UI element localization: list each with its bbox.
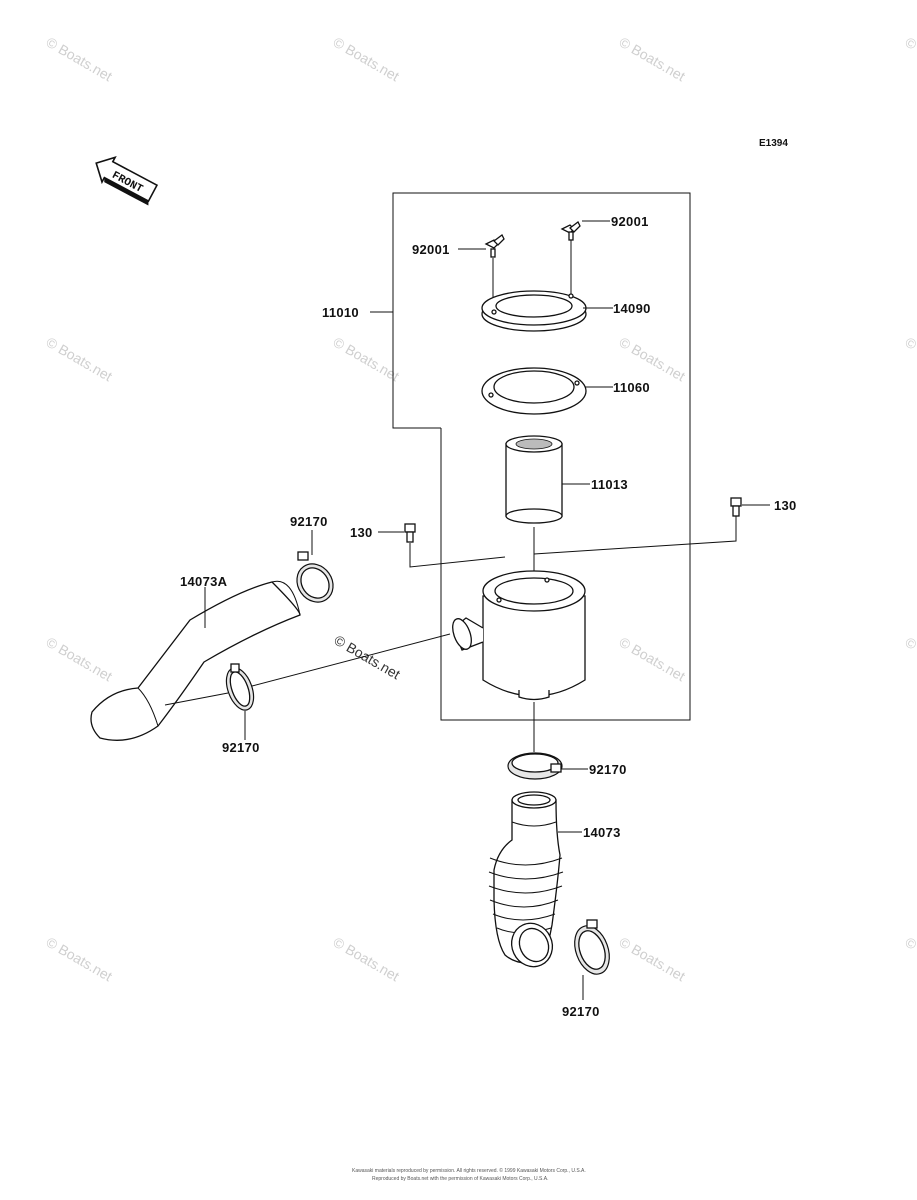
watermark: © Boats.net: [903, 334, 917, 385]
part-label-11013: 11013: [591, 477, 628, 492]
hose-clamp-upper-left: [296, 551, 334, 603]
watermark: © Boats.net: [617, 334, 689, 385]
watermark: © Boats.net: [903, 34, 917, 85]
hose-clamp-lower-left: [225, 663, 255, 711]
air-cleaner-cover: [481, 290, 587, 332]
assembly-bracket: [392, 192, 691, 721]
part-label-92170-center: 92170: [589, 762, 627, 777]
watermark: © Boats.net: [44, 334, 116, 385]
part-label-130-right: 130: [774, 498, 797, 513]
part-label-92170-upper-left: 92170: [290, 514, 328, 529]
part-label-92170-lower-left: 92170: [222, 740, 260, 755]
watermark: © Boats.net: [44, 934, 116, 985]
watermark: © Boats.net: [44, 634, 116, 685]
watermark: © Boats.net: [903, 934, 917, 985]
watermark: © Boats.net: [903, 634, 917, 685]
bolt-right: [730, 497, 742, 517]
duct-left: [90, 580, 301, 741]
part-label-11060: 11060: [613, 380, 650, 395]
front-arrow-icon: FRONT: [95, 155, 159, 206]
part-label-11010: 11010: [322, 305, 359, 320]
part-label-14090: 14090: [613, 301, 651, 316]
bolt-left: [404, 523, 416, 543]
part-label-14073: 14073: [583, 825, 621, 840]
part-label-92001-left: 92001: [412, 242, 450, 257]
part-label-130-left: 130: [350, 525, 373, 540]
wing-bolt-right: [560, 221, 581, 241]
watermark: © Boats.net: [44, 34, 116, 85]
diagram-code: E1394: [759, 138, 788, 149]
watermark: © Boats.net: [331, 334, 403, 385]
part-label-92170-bottom: 92170: [562, 1004, 600, 1019]
filter-element: [505, 435, 563, 524]
watermark-center: © Boats.net: [332, 632, 404, 683]
duct-bottom: [488, 791, 564, 968]
watermark: © Boats.net: [617, 634, 689, 685]
footer-line-1: Kawasaki materials reproduced by permiss…: [352, 1167, 586, 1174]
gasket: [481, 367, 587, 415]
hose-clamp-bottom: [574, 919, 610, 975]
watermark: © Boats.net: [331, 934, 403, 985]
part-label-92001-right: 92001: [611, 214, 649, 229]
watermark: © Boats.net: [331, 34, 403, 85]
footer-line-2: Reproduced by Boats.net with the permiss…: [372, 1176, 548, 1182]
part-label-14073A: 14073A: [180, 574, 228, 589]
air-cleaner-case: [452, 570, 586, 701]
watermark: © Boats.net: [617, 34, 689, 85]
hose-clamp-center: [507, 752, 563, 780]
wing-bolt-left: [484, 234, 505, 258]
watermark: © Boats.net: [617, 934, 689, 985]
